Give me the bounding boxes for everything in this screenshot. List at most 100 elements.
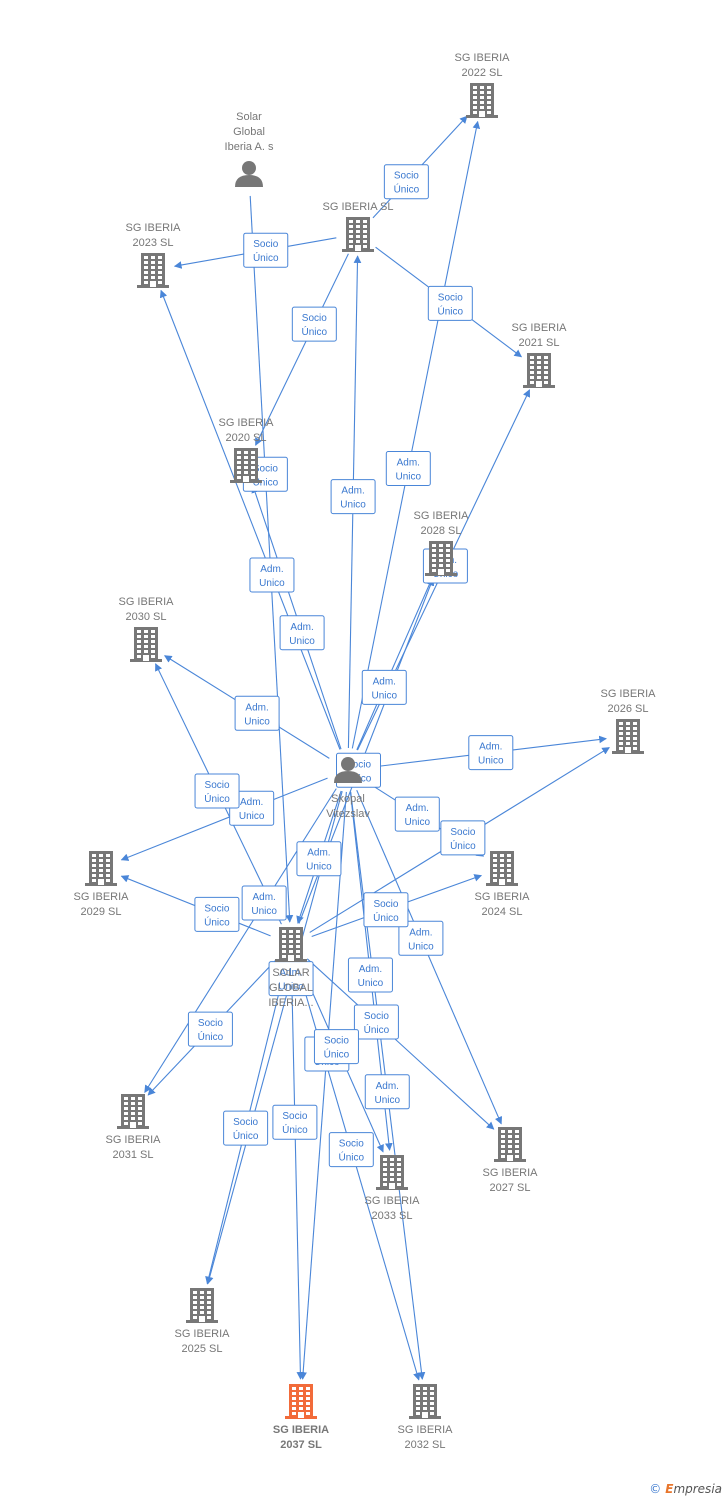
edge-label[interactable]: Adm.Unico: [249, 557, 295, 593]
edge-label-text: Unico: [408, 941, 434, 952]
building-icon: [186, 1288, 218, 1323]
edge-label-text: Adm.: [279, 968, 302, 979]
edge-label-text: Unico: [371, 690, 397, 701]
node-label: SG IBERIA: [474, 891, 530, 903]
edge-label-text: Adm.: [479, 742, 502, 753]
node-label: IBERIA...: [268, 997, 313, 1009]
edge-label[interactable]: Adm. Unico: [361, 669, 407, 705]
building-icon: [409, 1384, 441, 1419]
node-label: 2037 SL: [280, 1439, 322, 1451]
node-label: Iberia A. s: [225, 141, 274, 153]
brand-name: mpresia: [673, 1482, 722, 1496]
node-sgiberia[interactable]: SG IBERIA SL: [323, 201, 394, 252]
edge-skopal-to-sg2022: [351, 120, 481, 749]
edge-label-text: Único: [204, 915, 230, 928]
edge-label[interactable]: Adm.Unico: [398, 920, 444, 956]
building-icon: [117, 1094, 149, 1129]
person-icon: [235, 161, 263, 187]
edge-label-text: Único: [253, 475, 279, 488]
edge-label-text: Socio: [198, 1018, 223, 1029]
edge-label-text: Único: [394, 183, 420, 196]
node-label: Global: [233, 126, 265, 138]
edge-solarglobal-to-sg2027: [306, 958, 495, 1130]
edge-label[interactable]: Adm. Unico: [394, 796, 440, 832]
edge-label[interactable]: Adm.Unico: [385, 451, 431, 486]
node-sg2037[interactable]: SG IBERIA 2037 SL: [273, 1384, 329, 1451]
edge-label-text: Socio: [205, 780, 230, 791]
copyright-symbol: ©: [649, 1482, 662, 1496]
edge-label-text: Único: [450, 839, 476, 852]
edge-label-text: Socio: [233, 1117, 258, 1128]
edge-label[interactable]: Adm.Unico: [296, 841, 342, 877]
node-label: GLOBAL: [269, 982, 313, 994]
node-label: 2029 SL: [81, 906, 122, 918]
building-icon: [466, 83, 498, 118]
edge-label-text: Socio: [346, 759, 371, 770]
edges-layer: [120, 115, 610, 1381]
edge-label-text: Socio: [282, 1111, 307, 1122]
edge-label-text: Socio: [204, 903, 229, 914]
edge-label-text: Socio: [373, 899, 398, 910]
edge-label[interactable]: Adm.Unico: [279, 615, 325, 651]
edge-label-text: Unico: [340, 500, 366, 511]
node-label: SG IBERIA: [125, 222, 181, 234]
node-label: SG IBERIA: [273, 1424, 329, 1436]
edge-label[interactable]: Adm.Unico: [330, 479, 376, 515]
node-label: SG IBERIA: [105, 1134, 161, 1146]
edge-label-text: Adm.: [406, 803, 429, 814]
edge-skopal-to-sg2029: [120, 777, 328, 861]
edge-sgiberia-to-sg2020: [255, 253, 349, 446]
edge-label[interactable]: Adm.Unico: [234, 695, 280, 731]
edge-label-text: Adm.: [260, 564, 283, 575]
edge-label-text: Adm.: [240, 797, 263, 808]
edge-label-text: Adm.: [373, 676, 396, 687]
node-label: 2021 SL: [519, 337, 560, 349]
edge-label-text: Único: [324, 1048, 350, 1061]
edge-solarglobal-to-sg2037: [290, 965, 305, 1380]
building-icon: [376, 1155, 408, 1190]
node-label: 2030 SL: [126, 611, 167, 623]
edge-label[interactable]: Adm.Unico: [364, 1074, 410, 1110]
node-label: SG IBERIA: [397, 1424, 453, 1436]
edge-skopal-to-sg2027: [356, 789, 503, 1125]
edge-label[interactable]: Adm.Unico: [241, 885, 287, 921]
node-solarglobal[interactable]: SOLARGLOBALIBERIA...: [268, 927, 314, 1009]
edge-label-text: Unico: [405, 817, 431, 828]
edge-skopal-to-sg2023: [159, 289, 341, 750]
footer-brand[interactable]: ©Empresia: [649, 1482, 722, 1496]
edge-label[interactable]: Adm.Unico: [468, 735, 514, 771]
edge-label[interactable]: Adm.Unico: [347, 957, 393, 993]
